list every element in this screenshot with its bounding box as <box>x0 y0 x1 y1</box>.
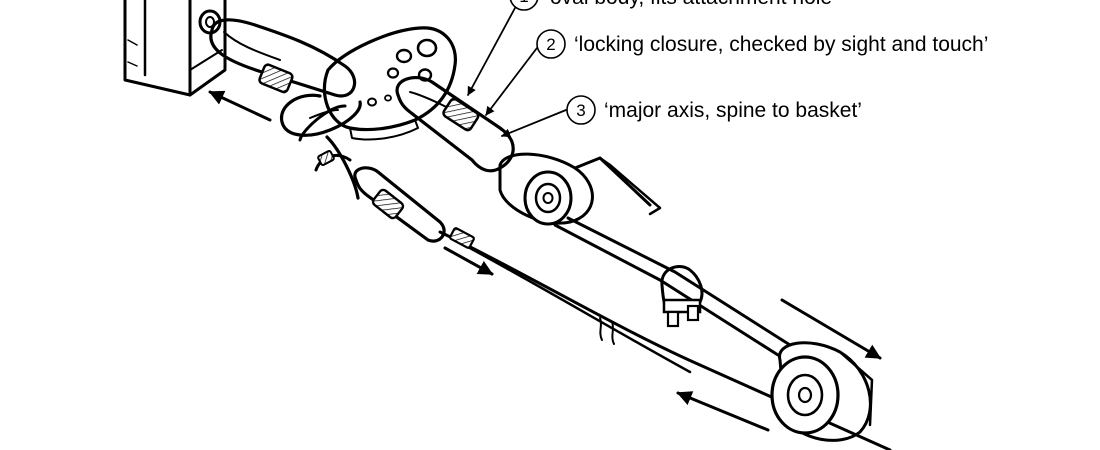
upper-pulley <box>498 152 662 226</box>
callout-1: 1 oval body, fits attachment hole <box>509 0 832 11</box>
callout-3-text: ‘major axis, spine to basket’ <box>604 99 862 122</box>
leader-3 <box>501 109 567 138</box>
arrow-lower-right <box>676 391 770 432</box>
cable <box>438 216 892 450</box>
anchor-plate <box>322 26 458 141</box>
callout-2-text: ‘locking closure, checked by sight and t… <box>574 33 988 56</box>
callout-1-text: oval body, fits attachment hole <box>550 0 832 9</box>
wall-bracket <box>123 0 227 97</box>
right-carabiner <box>395 76 515 173</box>
lower-pulley <box>770 341 874 442</box>
upper-carabiner <box>209 18 357 98</box>
wire-rope-clip <box>660 265 704 328</box>
callout-2-number: 2 <box>546 35 555 54</box>
leader-1 <box>467 7 516 96</box>
motion-arrows <box>208 90 882 432</box>
callout-3-number: 3 <box>576 101 585 120</box>
callout-2: 2 ‘locking closure, checked by sight and… <box>536 29 988 59</box>
arrow-left <box>208 90 272 122</box>
callout-3: 3 ‘major axis, spine to basket’ <box>566 95 862 125</box>
arrow-mid <box>443 246 494 276</box>
callout-1-number: 1 <box>519 0 528 6</box>
arrow-upper-right <box>780 298 882 360</box>
leader-2 <box>485 43 541 116</box>
left-carabiner <box>280 93 362 200</box>
callout-leaders <box>467 7 567 138</box>
quick-link <box>314 150 446 243</box>
